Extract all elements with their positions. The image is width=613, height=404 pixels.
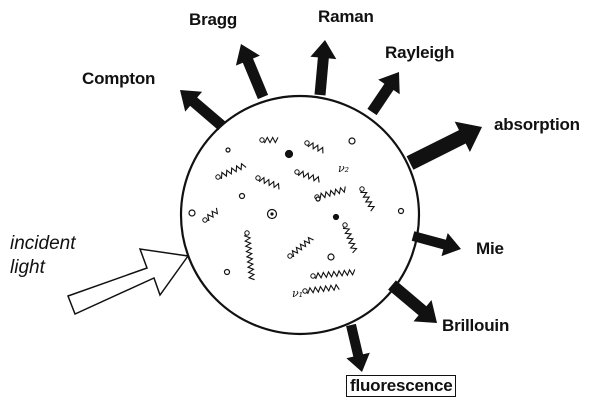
rayleigh-label: Rayleigh [385,43,454,63]
absorption-arrow [407,122,482,170]
compton-arrow [180,90,226,130]
particle-dot [349,138,355,144]
molecule-end [260,138,264,142]
brillouin-arrow [388,280,437,323]
absorption-label: absorption [494,115,580,135]
bragg-label: Bragg [189,10,237,30]
particle-dot [399,209,404,214]
incident-light-arrow [68,249,188,314]
raman-label: Raman [318,7,374,27]
brillouin-label: Brillouin [442,316,509,336]
incident-line-2: light [10,256,76,280]
incident-light-label: incident light [10,232,76,280]
molecule-end [311,274,315,278]
molecule-end [256,176,260,180]
molecule-end [360,187,364,191]
fluorescence-arrow [346,324,370,372]
rayleigh-arrow [367,72,399,115]
incident-line-1: incident [10,232,76,256]
raman-arrow [310,40,336,96]
nu2-label: ν₂ [338,162,349,175]
molecule-end [245,231,249,235]
molecule-end [305,141,309,145]
particle-dot [225,270,230,275]
compton-label: Compton [82,69,155,89]
particle-dot [226,148,230,152]
molecule-end [343,223,347,227]
molecule-end [288,254,292,258]
nu1-label: ν₁ [292,287,303,300]
fluorescence-label: fluorescence [346,375,456,397]
molecule-end [295,170,299,174]
particle-dot [286,151,293,158]
molecule-end [216,175,220,179]
molecule-end [203,218,207,222]
particle-dot [189,210,195,216]
mie-arrow [412,231,461,256]
particle-dot [328,254,334,260]
particle-core [270,212,273,215]
molecule-end [303,289,307,293]
particle-dot [316,197,320,201]
particle-dot [334,215,339,220]
bragg-arrow [236,44,268,99]
mie-label: Mie [476,239,504,259]
particle-dot [240,194,245,199]
